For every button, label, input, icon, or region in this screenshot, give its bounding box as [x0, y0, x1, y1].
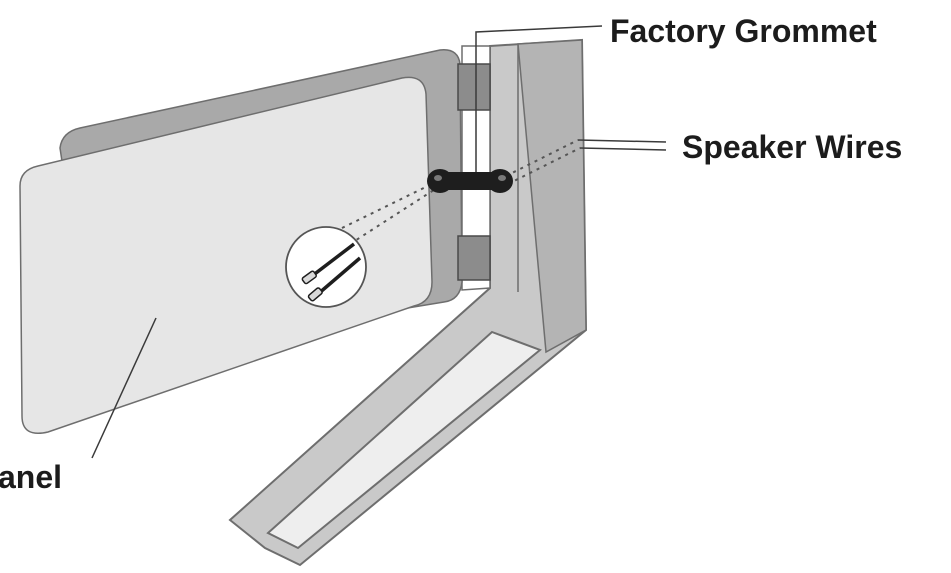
- factory-grommet-leader: [475, 25, 603, 172]
- door-panel-front: [19, 76, 433, 434]
- factory-grommet-label: Factory Grommet: [610, 13, 877, 49]
- grommet-block-bottom: [457, 235, 491, 281]
- speaker-wire-dotted-right-2: [507, 147, 581, 185]
- grommet-highlight-left: [434, 175, 442, 181]
- speaker-wire-dotted-left: [341, 179, 441, 229]
- panel-leader: [91, 317, 157, 459]
- wire-lead-1: [310, 242, 356, 278]
- door-frame-face: [517, 39, 587, 354]
- wire-connector-1: [301, 270, 317, 285]
- wire-connector-2: [307, 287, 323, 302]
- factory-grommet: [427, 169, 513, 193]
- speaker-wires-leader-2: [579, 147, 667, 151]
- speaker-wires-route: [341, 139, 581, 245]
- speaker-wires-leader-1: [577, 139, 667, 143]
- speaker-wire-dotted-right: [505, 139, 579, 177]
- grommet-block-top: [457, 63, 491, 111]
- speaker-wires-label: Speaker Wires: [682, 129, 902, 165]
- speaker-wire-dotted-left-2: [349, 185, 441, 245]
- panel-label: anel: [0, 459, 62, 495]
- grommet-tube: [440, 172, 500, 190]
- wire-end-closeup: [285, 226, 367, 308]
- wire-lead-2: [316, 256, 362, 296]
- grommet-highlight-right: [498, 175, 506, 181]
- door-frame-channel: [266, 330, 542, 550]
